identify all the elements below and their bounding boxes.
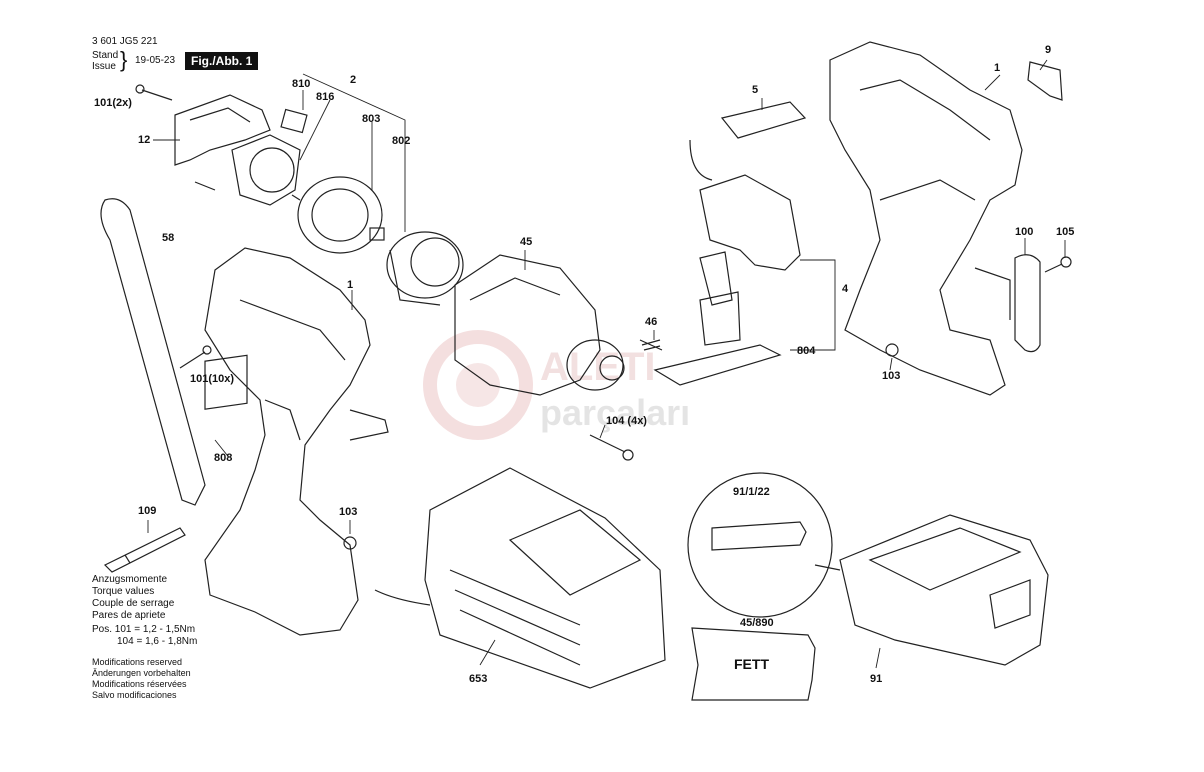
callout-45: 45 — [520, 236, 533, 248]
callout-101-10x: 101(10x) — [190, 373, 235, 385]
callout-91: 91 — [870, 673, 883, 685]
part-58-strap — [100, 198, 206, 506]
callout-802: 802 — [392, 135, 411, 147]
issue-label: Issue — [92, 61, 116, 72]
part-104-screw — [589, 434, 634, 461]
modifications-fr: Modifications réservées — [92, 679, 187, 689]
callout-653: 653 — [469, 673, 488, 685]
part-4-switch — [689, 139, 801, 346]
part-803-motor — [291, 176, 385, 254]
callout-808: 808 — [214, 452, 233, 464]
part-808-label — [204, 354, 248, 410]
detail-leader — [814, 564, 841, 571]
callout-9: 9 — [1045, 44, 1052, 56]
callout-103-left: 103 — [339, 506, 358, 518]
callout-45-890: 45/890 — [740, 617, 774, 629]
part-1-housing-right — [829, 41, 1023, 396]
callout-1-left: 1 — [347, 279, 354, 291]
part-103-ball-right — [885, 343, 899, 357]
callout-109: 109 — [138, 505, 157, 517]
callout-12: 12 — [138, 134, 151, 146]
part-12-cap — [135, 84, 271, 166]
stand-label: Stand — [92, 50, 119, 61]
leader-lines — [147, 59, 1066, 669]
part-100-belt-clip — [974, 254, 1041, 353]
callout-804: 804 — [797, 345, 816, 357]
part-1-housing-left — [204, 247, 389, 636]
callout-101-2x: 101(2x) — [94, 97, 132, 109]
figure-label: Fig./Abb. 1 — [185, 52, 259, 70]
modifications-de: Änderungen vorbehalten — [92, 668, 191, 678]
torque-title-en: Torque values — [92, 586, 155, 597]
part-802-ring — [386, 231, 464, 306]
callout-1-right: 1 — [994, 62, 1001, 74]
part-45-gear-housing — [454, 254, 625, 396]
callout-816: 816 — [316, 91, 335, 103]
callout-91-1-22: 91/1/22 — [733, 486, 770, 498]
callout-100: 100 — [1015, 226, 1034, 238]
callout-803: 803 — [362, 113, 381, 125]
torque-title-de: Anzugsmomente — [92, 574, 168, 585]
part-105-screw — [1044, 256, 1072, 273]
callout-105: 105 — [1056, 226, 1075, 238]
modifications-es: Salvo modificaciones — [92, 690, 177, 700]
part-91-1-22-contact — [711, 521, 807, 551]
part-816-brush-holder — [194, 108, 308, 206]
part-91-battery — [839, 514, 1049, 666]
torque-pos-101: Pos. 101 = 1,2 - 1,5Nm — [92, 624, 196, 635]
callout-4: 4 — [842, 283, 849, 295]
part-109-bit — [103, 527, 186, 573]
part-45-890-grease — [691, 627, 816, 701]
issue-date: 19-05-23 — [135, 55, 176, 66]
callout-810: 810 — [292, 78, 311, 90]
callout-103-right: 103 — [882, 370, 901, 382]
torque-pos-104: 104 = 1,6 - 1,8Nm — [117, 636, 198, 647]
callout-46: 46 — [645, 316, 658, 328]
brace: } — [120, 47, 128, 72]
detail-circle — [687, 472, 833, 618]
fett-label: FETT — [734, 656, 769, 672]
part-9-label — [1027, 61, 1063, 101]
part-number: 3 601 JG5 221 — [92, 36, 158, 47]
callout-2: 2 — [350, 74, 357, 86]
callout-58: 58 — [162, 232, 175, 244]
callout-5: 5 — [752, 84, 759, 96]
modifications-en: Modifications reserved — [92, 657, 183, 667]
part-804-plate — [653, 344, 782, 386]
part-103-ball-left — [343, 536, 357, 550]
part-5-cover — [720, 101, 807, 139]
part-46-spring — [639, 339, 663, 351]
torque-title-fr: Couple de serrage — [92, 598, 175, 609]
watermark-text-2: parçaları — [540, 392, 691, 433]
part-101-screw — [179, 345, 212, 369]
torque-title-es: Pares de apriete — [92, 610, 166, 621]
callout-104-4x: 104 (4x) — [606, 415, 647, 427]
part-653-charger — [374, 467, 666, 689]
